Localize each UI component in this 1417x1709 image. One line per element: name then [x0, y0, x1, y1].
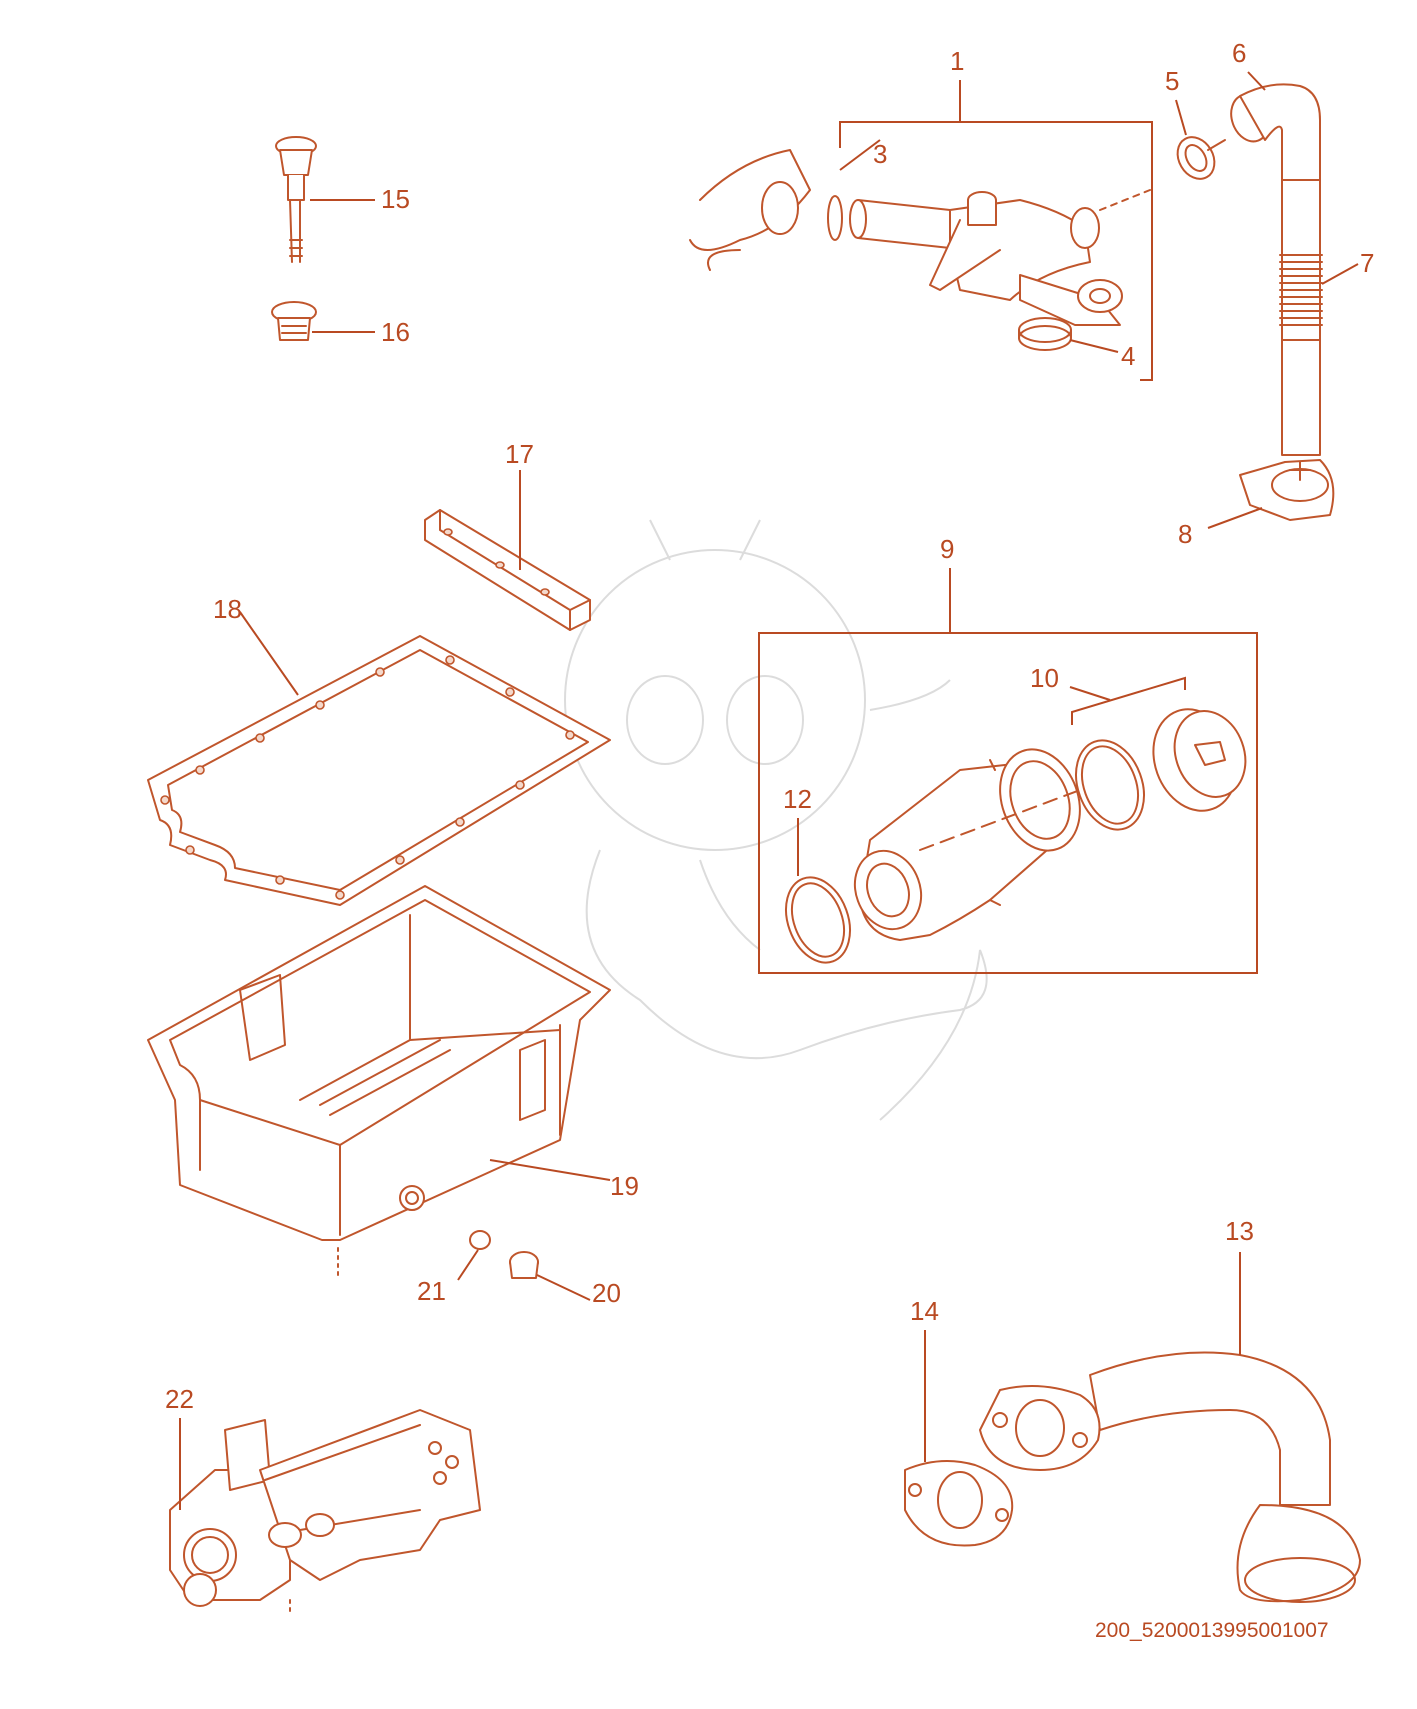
- oil-level-pipe-part: [1230, 83, 1335, 521]
- callout-17: 17: [505, 439, 534, 469]
- oil-filler-neck-part: [853, 748, 1081, 941]
- callout-20: 20: [592, 1278, 621, 1308]
- callout-14: 14: [910, 1296, 939, 1326]
- callout-10: 10: [1030, 663, 1059, 693]
- callout-5: 5: [1165, 66, 1179, 96]
- breather-pipe-assembly: [689, 149, 1151, 326]
- watermark-dragon-image: [564, 519, 988, 1121]
- oil-pan-gasket-part: [147, 635, 611, 906]
- drain-plug-part: [509, 1251, 539, 1279]
- callout-22: 22: [165, 1384, 194, 1414]
- bracket-part: [424, 509, 591, 631]
- callout-19: 19: [610, 1171, 639, 1201]
- filler-cap-o-ring-part: [1075, 739, 1145, 831]
- callout-7: 7: [1360, 248, 1374, 278]
- sealing-washer-part: [469, 1230, 491, 1250]
- flange-gasket-part: [904, 1460, 1014, 1547]
- callout-15: 15: [381, 184, 410, 214]
- callout-12: 12: [783, 784, 812, 814]
- callout-21: 21: [417, 1276, 446, 1306]
- callout-13: 13: [1225, 1216, 1254, 1246]
- oil-pump-part: [169, 1409, 481, 1613]
- callout-6: 6: [1232, 38, 1246, 68]
- callout-16: 16: [381, 317, 410, 347]
- dipstick-part: [275, 136, 317, 263]
- oil-suction-pipe-part: [979, 1351, 1361, 1603]
- callout-18: 18: [213, 594, 242, 624]
- hose-clamp-part: [1176, 136, 1226, 180]
- callout-4: 4: [1121, 341, 1135, 371]
- callout-9: 9: [940, 534, 954, 564]
- drawing-reference-code: 200_5200013995001007: [1095, 1619, 1329, 1642]
- oil-filler-cap-part: [1152, 708, 1247, 812]
- callout-8: 8: [1178, 519, 1192, 549]
- sealing-ring-part: [785, 876, 851, 964]
- plug-part: [271, 301, 317, 341]
- callout-1: 1: [950, 46, 964, 76]
- oil-pan-part: [147, 885, 611, 1276]
- seal-ring-part: [1018, 317, 1072, 351]
- callout-3: 3: [873, 139, 887, 169]
